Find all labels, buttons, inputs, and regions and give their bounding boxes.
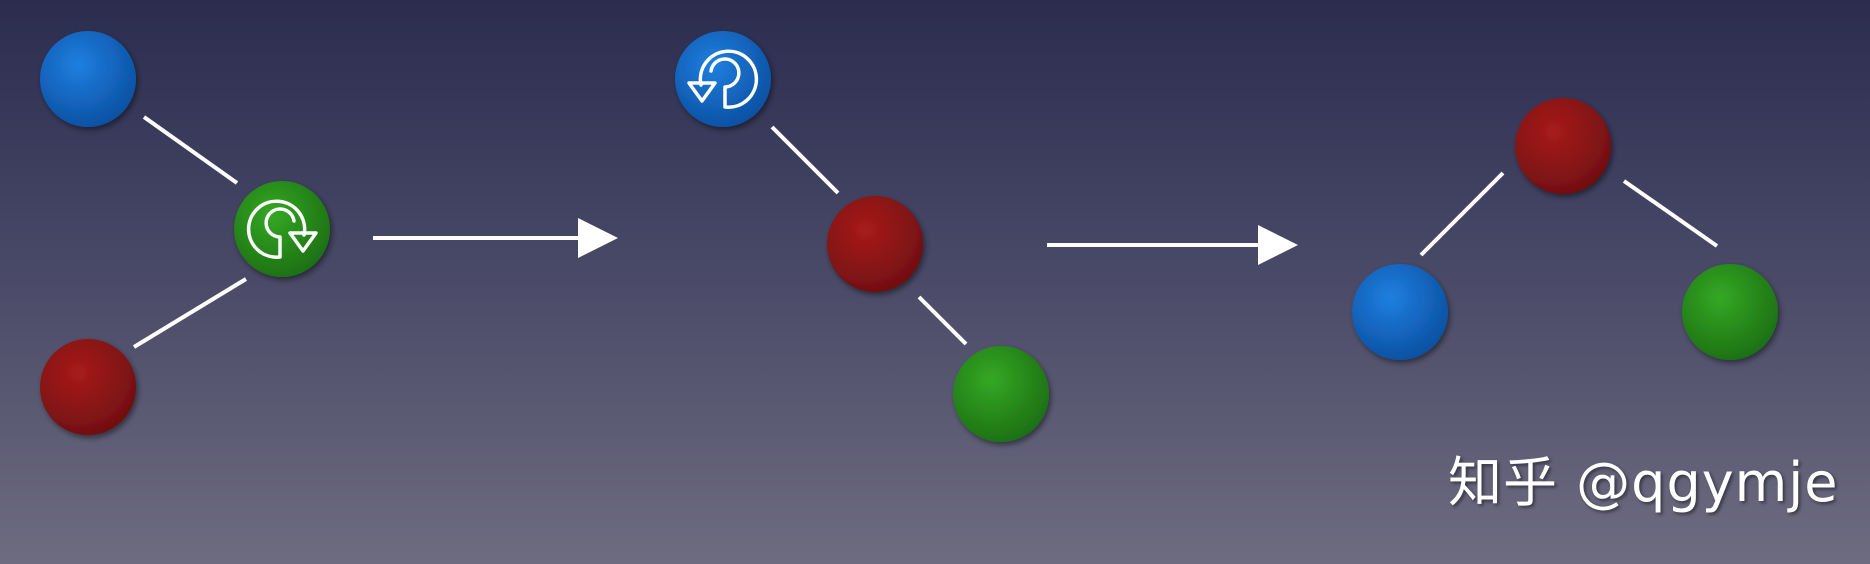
node-green — [953, 346, 1049, 442]
edge-blue-green — [142, 115, 239, 185]
rotate-clockwise-icon — [246, 199, 318, 259]
node-green — [234, 181, 330, 277]
edge-red-green — [1622, 179, 1719, 248]
node-red — [40, 339, 136, 435]
node-red — [827, 196, 923, 292]
stage-3 — [1352, 98, 1778, 360]
node-red — [1515, 98, 1611, 194]
edge-red-green — [917, 295, 968, 346]
edge-blue-red — [770, 125, 840, 195]
node-blue — [675, 31, 771, 127]
edge-green-red — [132, 277, 248, 349]
stage-1 — [40, 31, 330, 435]
edge-red-blue — [1419, 171, 1505, 257]
node-blue — [40, 31, 136, 127]
stage-2 — [675, 31, 1049, 442]
node-green — [1682, 264, 1778, 360]
watermark: 知乎 @qgymje — [1448, 451, 1839, 514]
rotate-counterclockwise-icon — [687, 49, 759, 109]
node-blue — [1352, 264, 1448, 360]
